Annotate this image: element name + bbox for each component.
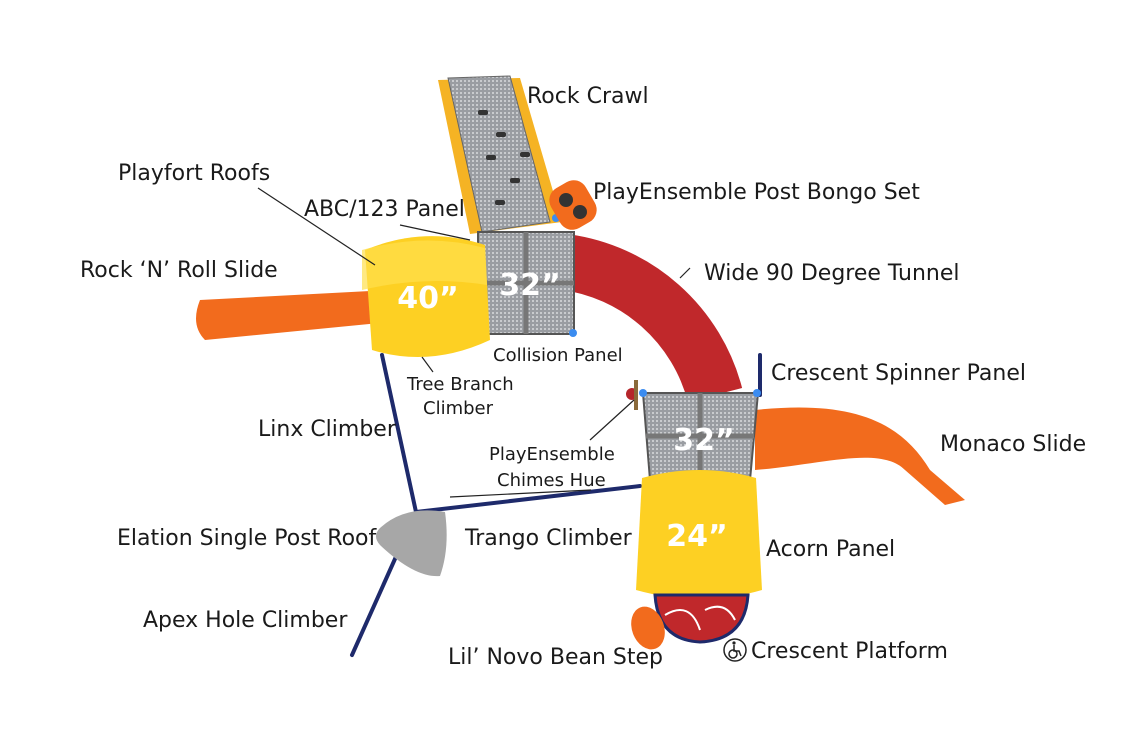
- linx-climber: [380, 353, 418, 514]
- label-collision-panel: Collision Panel: [493, 345, 623, 366]
- acorn-panel-roof: [636, 470, 762, 599]
- label-chimes-1: PlayEnsemble: [489, 444, 615, 465]
- label-crescent-platform: Crescent Platform: [751, 639, 948, 664]
- crescent-platform: [653, 593, 750, 644]
- label-tunnel: Wide 90 Degree Tunnel: [704, 261, 960, 286]
- rock-crawl: [438, 75, 562, 234]
- wide-90-degree-tunnel: [560, 234, 743, 403]
- label-tree-branch-2: Climber: [423, 398, 494, 419]
- monaco-slide: [755, 407, 965, 505]
- label-crescent-spinner: Crescent Spinner Panel: [771, 361, 1026, 386]
- trango-climber: [414, 484, 642, 514]
- label-elation-roof: Elation Single Post Roof: [117, 526, 377, 551]
- elation-single-post-roof: [376, 510, 447, 577]
- deck-height-32-lower: 32”: [673, 423, 734, 458]
- rock-n-roll-slide: [196, 290, 390, 340]
- bean-step: [631, 606, 665, 650]
- label-bean-step: Lil’ Novo Bean Step: [448, 645, 663, 670]
- chimes: [626, 380, 638, 410]
- deck-height-32-upper: 32”: [499, 268, 560, 303]
- label-chimes-2: Chimes Hue: [497, 470, 606, 491]
- label-linx-climber: Linx Climber: [258, 417, 397, 442]
- deck-height-40: 40”: [397, 281, 458, 316]
- label-apex-climber: Apex Hole Climber: [143, 608, 348, 633]
- label-trango-climber: Trango Climber: [464, 526, 633, 551]
- label-rock-crawl: Rock Crawl: [527, 84, 649, 109]
- label-playfort-roofs: Playfort Roofs: [118, 161, 270, 186]
- upper-deck: [477, 231, 575, 335]
- wheelchair-icon: [723, 638, 747, 662]
- label-tree-branch-1: Tree Branch: [406, 374, 514, 395]
- label-rock-roll-slide: Rock ‘N’ Roll Slide: [80, 258, 278, 283]
- bongo-set: [549, 180, 597, 230]
- deck-height-24: 24”: [666, 519, 727, 554]
- label-acorn-panel: Acorn Panel: [766, 537, 895, 562]
- label-bongo-set: PlayEnsemble Post Bongo Set: [593, 180, 920, 205]
- label-abc-panel: ABC/123 Panel: [304, 197, 465, 222]
- label-monaco-slide: Monaco Slide: [940, 432, 1086, 457]
